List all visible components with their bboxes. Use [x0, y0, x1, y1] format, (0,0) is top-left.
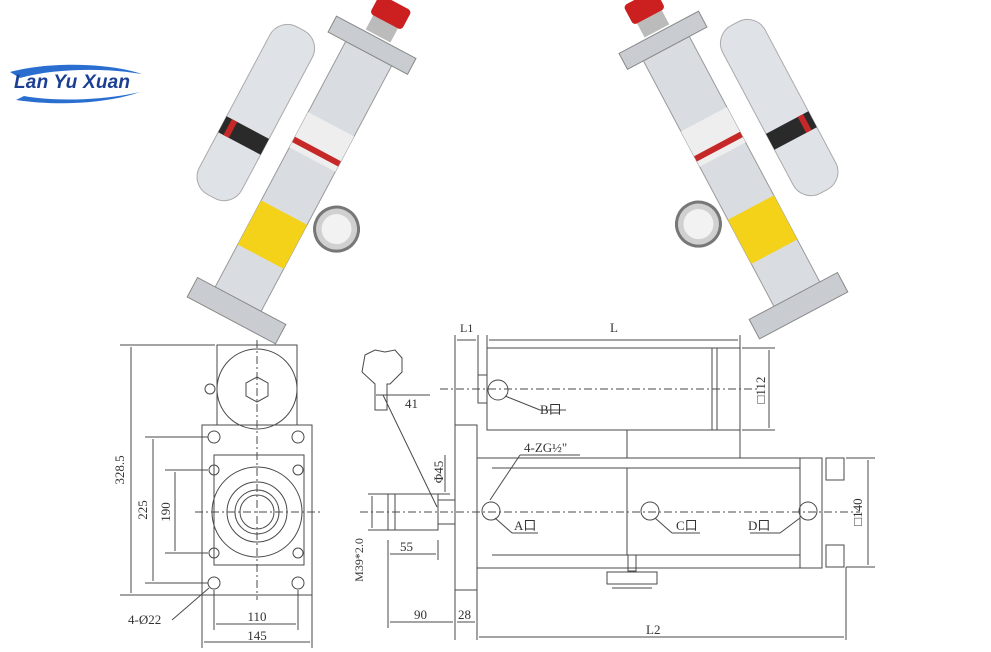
dim-phi45: Φ45: [431, 461, 446, 484]
dim-L2: L2: [646, 622, 660, 637]
port-c: C口: [676, 518, 698, 533]
dim-110: 110: [247, 609, 266, 624]
dim-L: L: [610, 320, 618, 335]
logo-text: Lan Yu Xuan: [14, 72, 131, 93]
dim-total-height: 328.5: [112, 455, 127, 484]
ports-spec: 4-ZG½": [524, 440, 567, 455]
dim-holes: 4-Ø22: [128, 612, 161, 627]
dim-thread: M39*2.0: [352, 538, 366, 582]
dim-top-square: □112: [753, 377, 768, 404]
dim-55: 55: [400, 539, 413, 554]
dim-wrench: 41: [405, 396, 418, 411]
dim-main-square: □140: [850, 498, 865, 525]
port-d: D口: [748, 518, 770, 533]
product-photo-right: [618, 0, 849, 340]
dim-145: 145: [247, 628, 267, 643]
dim-90: 90: [414, 607, 427, 622]
product-photo-left: [186, 0, 417, 345]
dim-190: 190: [158, 502, 173, 522]
side-view: [360, 335, 875, 640]
port-b: B口: [540, 402, 562, 417]
dim-225: 225: [135, 500, 150, 520]
port-a: A口: [514, 518, 536, 533]
dim-L1: L1: [460, 321, 473, 335]
logo-swoosh-icon: [10, 64, 142, 104]
front-view: [120, 340, 320, 648]
dim-28: 28: [458, 607, 471, 622]
